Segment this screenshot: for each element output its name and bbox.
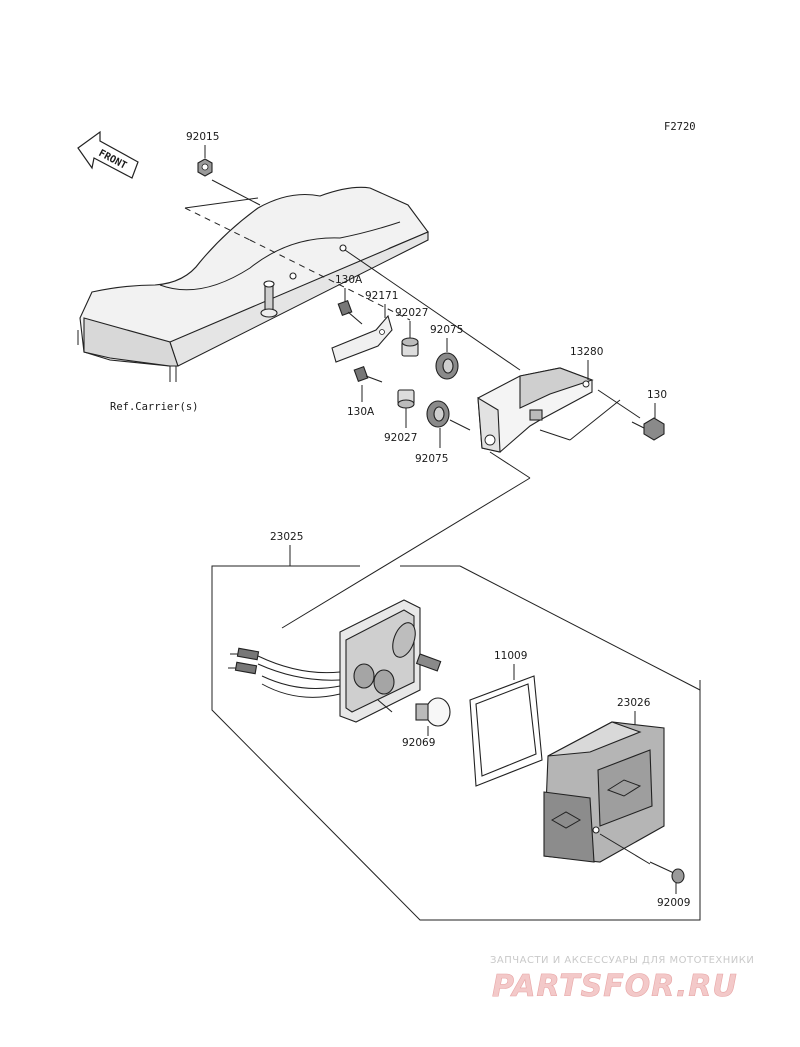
collar-92027-top-part: [401, 337, 419, 357]
callout-130a-top: 130A: [335, 274, 363, 286]
bracket-13280-part: [477, 367, 594, 453]
bolt-130a-top-part: [337, 299, 363, 325]
reference-note: Ref.Carrier(s): [110, 401, 199, 413]
grommet-92075-top-part: [435, 352, 459, 380]
callout-23026: 23026: [617, 697, 651, 709]
callout-130a-bottom: 130A: [347, 406, 375, 418]
callout-13280: 13280: [570, 346, 603, 358]
bolt-130-part: [631, 417, 665, 441]
figure-code: F2720: [664, 121, 696, 133]
callout-92027-bottom: 92027: [384, 432, 417, 444]
bulb-92069-part: [415, 697, 451, 727]
screw-92009-part: [649, 861, 685, 884]
lens-23026-part: [543, 721, 665, 863]
callout-92009: 92009: [657, 897, 690, 909]
callout-130: 130: [647, 389, 667, 401]
front-arrow-icon: FRONT: [77, 130, 139, 179]
callout-92171: 92171: [365, 290, 398, 302]
callout-92069: 92069: [402, 737, 435, 749]
carrier-reference-part: [77, 186, 429, 382]
alignment-lines: [184, 179, 641, 441]
grommet-92075-bottom-part: [426, 400, 450, 428]
bolt-130a-bottom-part: [353, 365, 383, 383]
bracket-92171-part: [331, 314, 393, 363]
leader-bracket-lamp-2: [281, 477, 531, 629]
lamp-assembly-frame: [211, 565, 701, 921]
callout-92075-bottom: 92075: [415, 453, 448, 465]
callout-92075-top: 92075: [430, 324, 463, 336]
callout-92015: 92015: [186, 131, 219, 143]
lamp-housing-part: [228, 599, 442, 723]
gasket-11009-part: [469, 675, 543, 787]
leader-bracket-lamp: [489, 451, 531, 479]
watermark-brand: PARTSFOR.RU: [492, 969, 738, 1004]
collar-92027-bottom-part: [397, 389, 415, 409]
callout-23025: 23025: [270, 531, 303, 543]
nut-92015-part: [197, 158, 213, 177]
callout-92027-top: 92027: [395, 307, 428, 319]
watermark-tagline: ЗАПЧАСТИ И АКСЕССУАРЫ ДЛЯ МОТОТЕХНИКИ: [490, 955, 754, 966]
callout-11009: 11009: [494, 650, 527, 662]
